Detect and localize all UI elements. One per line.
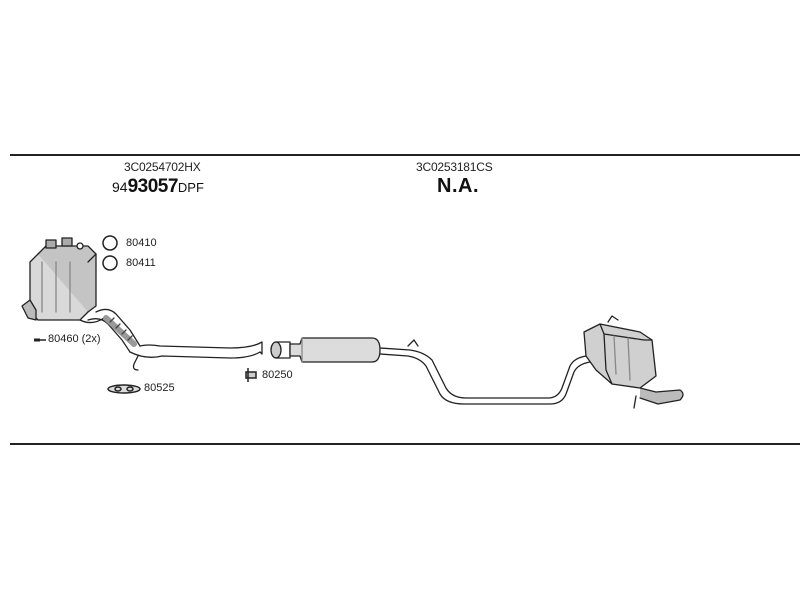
accessory-80525: 80525 — [144, 382, 175, 394]
accessory-80411: 80411 — [126, 257, 156, 269]
bottom-divider — [10, 443, 800, 445]
muffler-status: N.A. — [437, 175, 479, 197]
muffler-part-number: 3C0253181CS — [416, 160, 493, 174]
catalog-prefix: 94 — [112, 179, 128, 195]
clamp-icon — [245, 368, 257, 382]
gasket-icon — [107, 384, 141, 394]
pipe-clamp — [270, 341, 291, 359]
accessory-80250: 80250 — [262, 369, 293, 381]
top-divider — [10, 154, 800, 156]
dpf-catalog-number: 9493057DPF — [112, 176, 204, 198]
ring-icon — [102, 255, 118, 271]
ring-icon — [102, 235, 118, 251]
front-pipe — [87, 308, 263, 371]
middle-silencer — [289, 337, 591, 405]
catalog-suffix: DPF — [177, 180, 204, 195]
accessory-80460: 80460 (2x) — [48, 333, 101, 345]
accessory-80410: 80410 — [126, 237, 157, 249]
dpf-unit — [21, 237, 111, 324]
dpf-part-number: 3C0254702HX — [124, 160, 201, 174]
rear-silencer — [583, 315, 684, 409]
catalog-main: 93057 — [127, 176, 179, 197]
